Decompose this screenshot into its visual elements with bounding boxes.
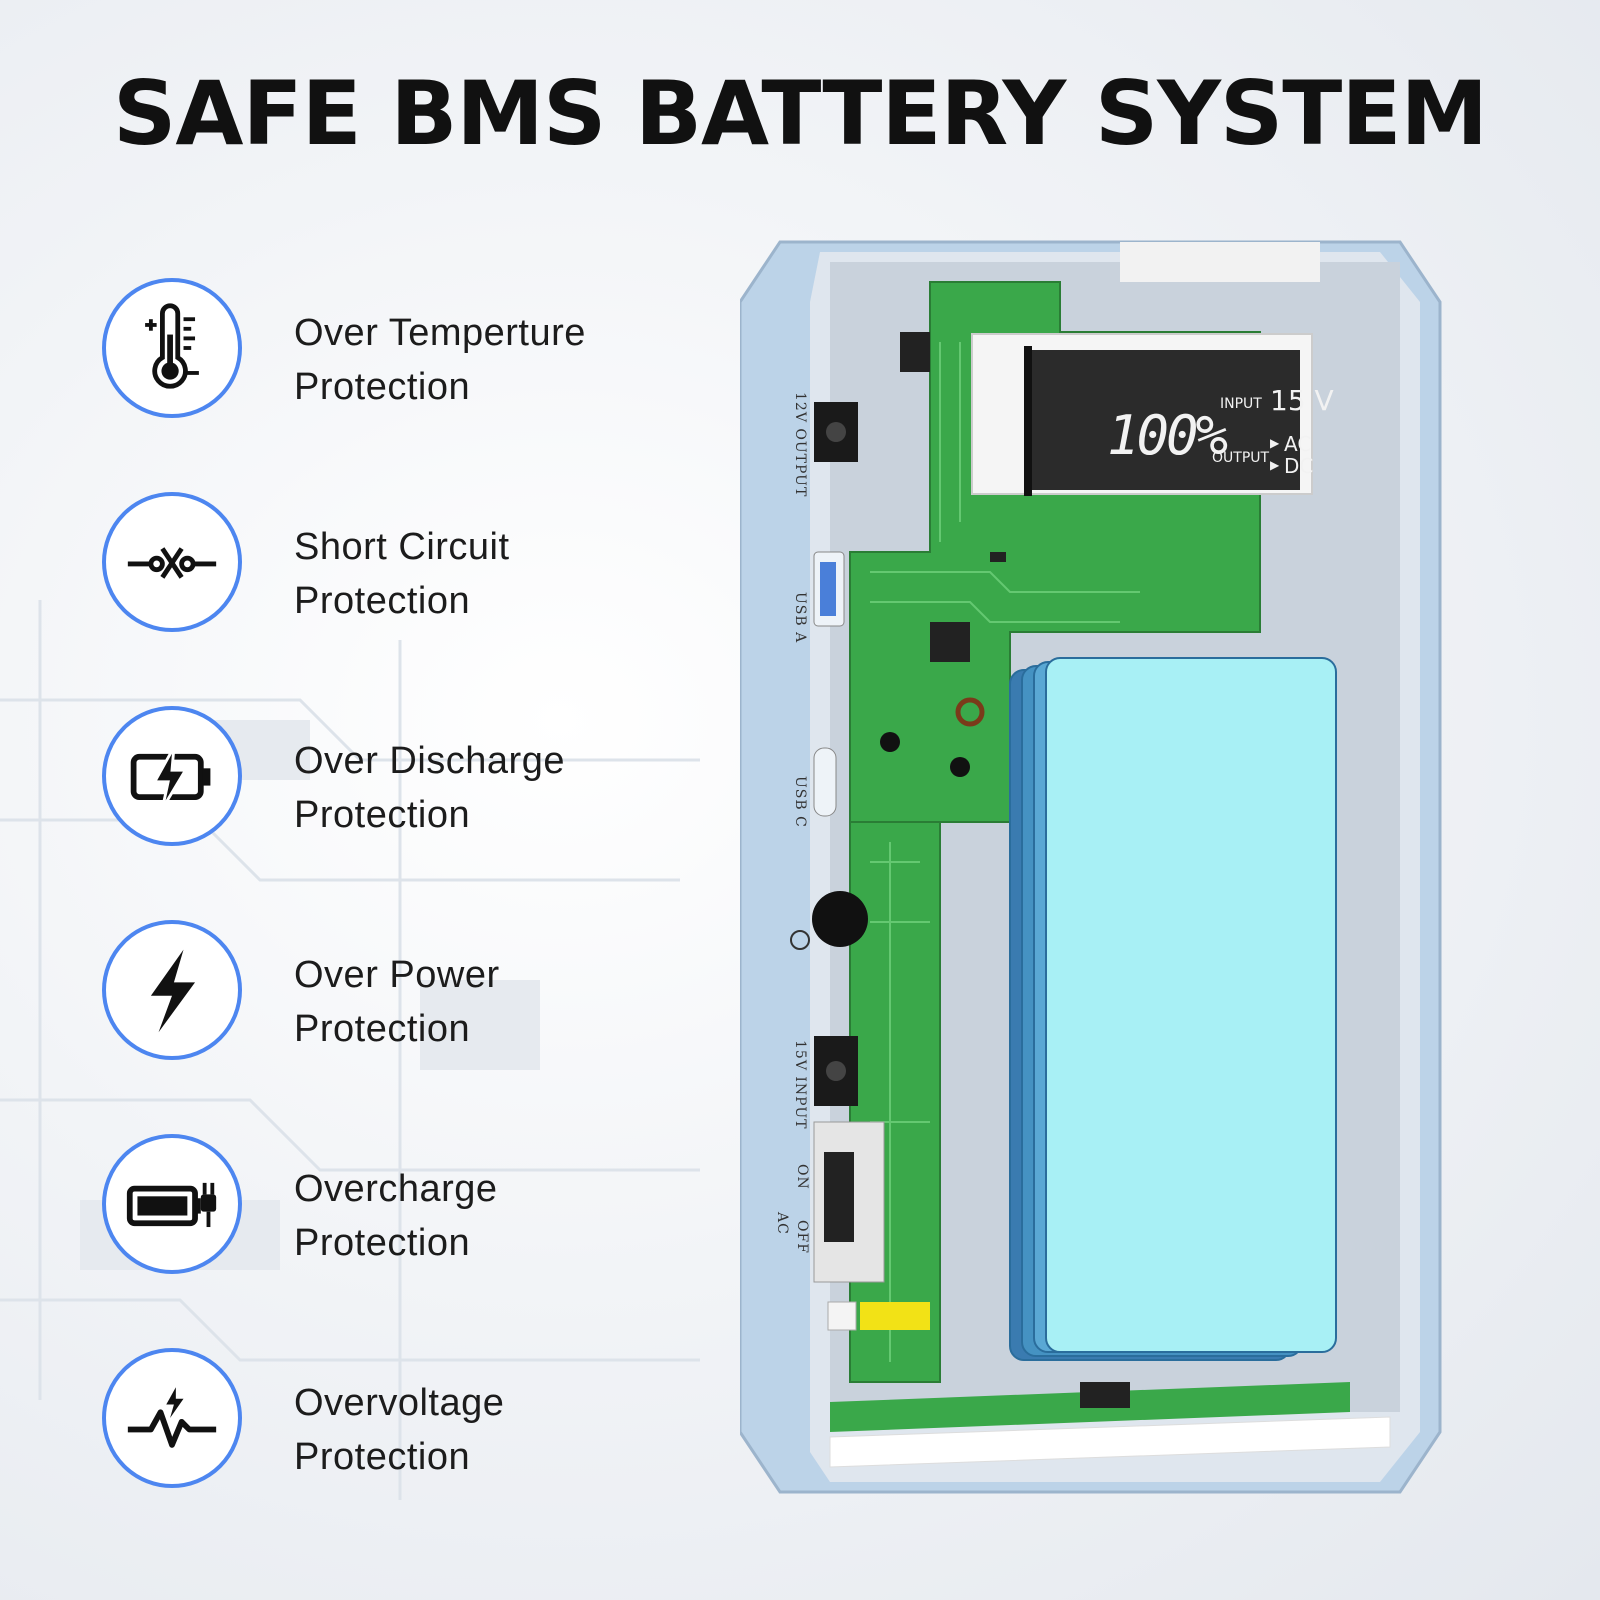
thermometer-icon <box>145 303 199 389</box>
output-label: OUTPUT <box>1212 450 1270 466</box>
short-circuit-icon <box>127 547 217 579</box>
page-title: SAFE BMS BATTERY SYSTEM <box>112 62 1488 165</box>
battery-plug-icon <box>126 1182 217 1228</box>
output-dc-arrow-icon: ▶ <box>1270 458 1280 472</box>
device-illustration <box>738 240 1442 1494</box>
feature-icon-circle <box>102 920 242 1060</box>
input-label: INPUT <box>1220 396 1262 412</box>
switch-label-off: OFF <box>794 1220 810 1254</box>
feature-icon-circle <box>102 706 242 846</box>
lightning-icon <box>150 949 196 1033</box>
power-button-icon[interactable] <box>790 930 810 950</box>
battery-percent-readout: 100% <box>1107 404 1228 467</box>
port-label-usb-a: USB A <box>792 592 808 644</box>
output-ac-label: AC <box>1284 432 1312 456</box>
output-dc-label: DC <box>1284 454 1314 478</box>
port-label-usb-c: USB C <box>792 776 808 828</box>
switch-label-on: ON <box>794 1164 810 1190</box>
feature-icon-circle <box>102 1348 242 1488</box>
output-ac-arrow-icon: ▶ <box>1270 436 1280 450</box>
switch-label-ac: AC <box>774 1212 790 1235</box>
feature-icon-circle <box>102 492 242 632</box>
battery-bolt-icon <box>130 746 211 810</box>
port-label-12v-output: 12V OUTPUT <box>792 392 808 498</box>
input-voltage-readout: 15 V <box>1270 384 1334 417</box>
feature-icon-circle <box>102 1134 242 1274</box>
port-label-15v-input: 15V INPUT <box>792 1040 808 1130</box>
feature-icon-circle <box>102 278 242 418</box>
voltage-spike-icon <box>127 1387 217 1448</box>
power-station-cutaway <box>738 222 1460 1512</box>
